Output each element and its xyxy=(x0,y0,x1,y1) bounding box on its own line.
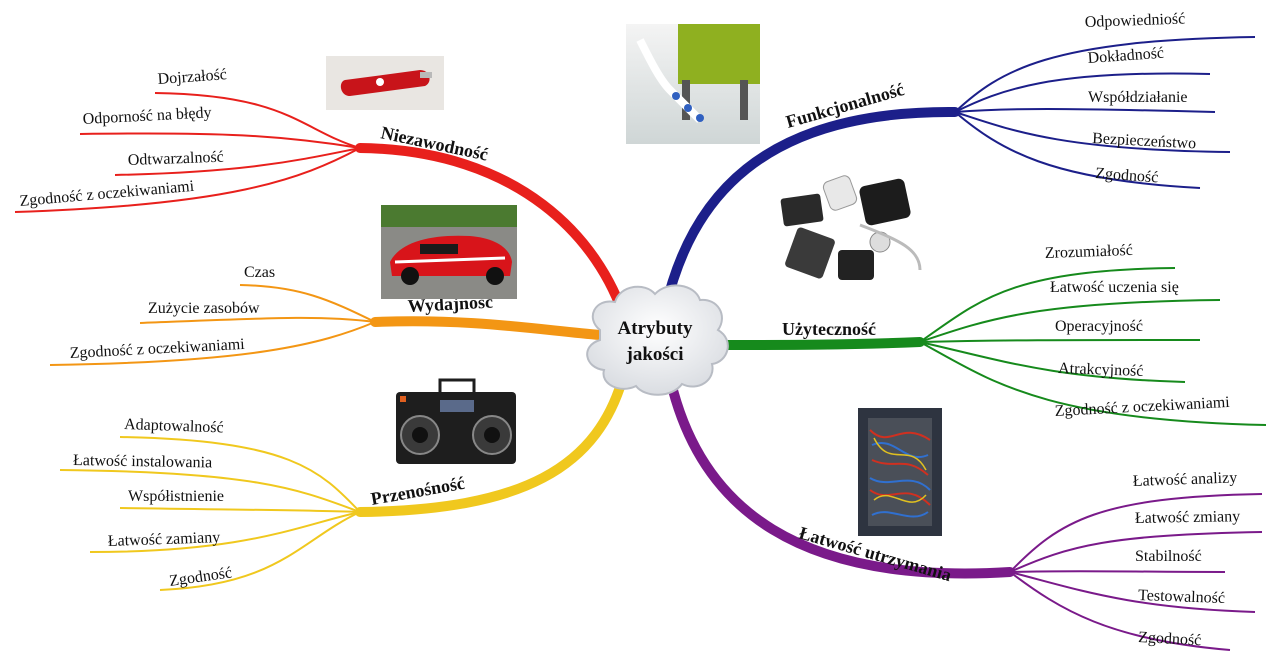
main-branch-line xyxy=(355,143,630,325)
tangled-cables-photo xyxy=(858,408,942,536)
central-topic-line2: jakości xyxy=(626,344,684,365)
leaf-label: Współdziałanie xyxy=(1088,89,1188,106)
leaf-label: Łatwość instalowania xyxy=(73,452,212,471)
leaf-line xyxy=(79,132,361,149)
leaf-line xyxy=(1009,571,1231,651)
leaf-line xyxy=(119,436,361,513)
leaf-label: Czas xyxy=(244,264,275,281)
branch-uzytecznosc: Użyteczność Zrozumiałość Łatwość uczenia… xyxy=(707,168,1267,426)
leaf-label: Zgodność z oczekiwaniami xyxy=(69,336,245,362)
swiss-army-knife-photo xyxy=(326,56,444,110)
leaf-label: Odporność na błędy xyxy=(82,104,212,128)
leaf-line xyxy=(14,147,361,213)
leaf-label: Testowalność xyxy=(1138,587,1225,607)
leaf-label: Łatwość uczenia się xyxy=(1050,279,1179,296)
leaf-label: Dokładność xyxy=(1087,45,1164,67)
leaf-line xyxy=(954,72,1211,113)
leaf-label: Łatwość zamiany xyxy=(108,529,221,550)
leaf-label: Łatwość zmiany xyxy=(1135,508,1241,527)
central-topic-line1: Atrybuty xyxy=(618,318,693,339)
leaf-line xyxy=(239,284,376,323)
branch-label: Użyteczność xyxy=(782,319,876,339)
leaf-line xyxy=(919,267,1176,343)
leaf-label: Bezpieczeństwo xyxy=(1092,130,1197,152)
main-branch-line xyxy=(370,316,605,340)
leaf-line xyxy=(954,111,1231,153)
leaf-line xyxy=(1009,571,1256,613)
leaf-line xyxy=(1009,493,1263,573)
main-branch-line xyxy=(707,337,925,350)
main-branch-line xyxy=(660,106,960,315)
leaf-label: Zgodność xyxy=(1138,629,1202,649)
leaf-label: Atrakcyjność xyxy=(1058,360,1144,380)
red-sports-car-photo xyxy=(381,205,517,299)
leaf-line xyxy=(1009,531,1263,573)
leaf-line xyxy=(59,469,361,513)
leaf-line xyxy=(89,511,361,553)
branch-funkcjonalnosc: Funkcjonalność Odpowiedniość Dokładność … xyxy=(626,11,1256,315)
central-topic: Atrybuty jakości xyxy=(586,284,729,396)
leaf-line xyxy=(919,341,1267,426)
leaf-label: Dojrzałość xyxy=(157,66,227,88)
leaf-label: Zużycie zasobów xyxy=(148,300,260,317)
leaf-line xyxy=(159,511,361,591)
leaf-line xyxy=(919,339,1201,343)
leaf-line xyxy=(1009,570,1226,573)
leaf-label: Zgodność z oczekiwaniami xyxy=(19,178,195,210)
leaf-label: Współistnienie xyxy=(128,488,224,505)
leaf-line xyxy=(114,147,361,176)
leaf-line xyxy=(154,92,361,149)
leaf-label: Zrozumiałość xyxy=(1045,242,1134,262)
leaf-label: Adaptowalność xyxy=(124,416,224,436)
power-strip-photo xyxy=(626,24,760,144)
main-branch-line xyxy=(665,373,1015,579)
leaf-line xyxy=(919,341,1186,383)
leaf-line xyxy=(919,299,1221,343)
leaf-line xyxy=(49,321,376,366)
cloud-shape xyxy=(586,284,729,396)
leaf-label: Łatwość analizy xyxy=(1133,469,1238,490)
leaf-label: Zgodność xyxy=(1095,165,1159,186)
branch-niezawodnosc: Niezawodność Dojrzałość Odporność na błę… xyxy=(14,56,630,325)
leaf-line xyxy=(139,316,376,324)
branch-utrzymanie: Łatwość utrzymania Łatwość analizy Łatwo… xyxy=(665,373,1263,651)
main-branch-line xyxy=(355,365,630,517)
leaf-label: Stabilność xyxy=(1135,548,1202,565)
leaf-label: Odtwarzalność xyxy=(128,149,225,169)
branch-wydajnosc: Wydajność Czas Zużycie zasobów Zgodność … xyxy=(49,205,605,366)
leaf-label: Operacyjność xyxy=(1055,318,1143,335)
branch-przenosnosc: Przenośność Adaptowalność Łatwość instal… xyxy=(59,365,630,591)
leaf-line xyxy=(119,507,361,513)
leaf-line xyxy=(954,108,1216,113)
leaf-label: Odpowiedniość xyxy=(1085,11,1186,31)
chargers-photo xyxy=(768,168,936,286)
leaf-line xyxy=(954,111,1201,189)
boombox-photo xyxy=(396,378,516,464)
leaf-line xyxy=(954,36,1256,113)
leaf-label: Zgodność z oczekiwaniami xyxy=(1054,394,1230,420)
